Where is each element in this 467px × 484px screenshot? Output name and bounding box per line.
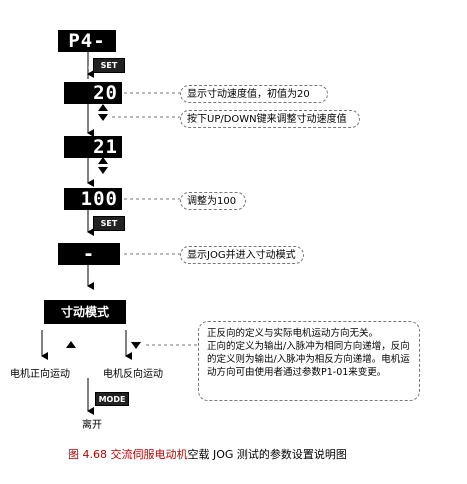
note-show-speed: 显示寸动速度值，初值为20 — [180, 85, 328, 103]
up-triangle-icon — [98, 104, 108, 111]
label-forward-motion: 电机正向运动 — [10, 369, 70, 380]
down-triangle-icon — [131, 342, 141, 349]
set-key: SET — [93, 216, 125, 231]
note-press-updown: 按下UP/DOWN键来调整寸动速度值 — [180, 110, 360, 128]
down-triangle-icon — [98, 114, 108, 121]
display-value-21: 21 — [64, 136, 122, 158]
up-triangle-icon — [98, 157, 108, 164]
label-leave: 离开 — [82, 420, 102, 431]
display-value-20: 20 — [64, 82, 122, 104]
note-line: 正反向的定义与实际电机运动方向无关。 — [207, 328, 379, 339]
label-reverse-motion: 电机反向运动 — [103, 369, 163, 380]
display-value-100: 100 — [64, 188, 122, 210]
up-triangle-icon — [66, 341, 76, 348]
jog-mode-box: 寸动模式 — [44, 300, 126, 324]
note-direction-definition: 正反向的定义与实际电机运动方向无关。 正向的定义为输出/入脉冲为相同方向递增，反… — [198, 321, 420, 401]
caption-black-part: 空载 JOG 测试的参数设置说明图 — [187, 448, 347, 461]
display-parameter-p4-05: P4-05 — [58, 30, 116, 74]
note-show-jog: 显示JOG并进入寸动模式 — [180, 246, 304, 264]
display-jog: -JOG- — [58, 243, 120, 287]
mode-key: MODE — [95, 392, 129, 406]
down-triangle-icon — [98, 167, 108, 174]
figure-caption: 图 4.68 交流伺服电动机空载 JOG 测试的参数设置说明图 — [68, 446, 347, 462]
note-line: 的定义则为输出/入脉冲为相反方向递增。电机运 — [207, 354, 410, 365]
note-line: 正向的定义为输出/入脉冲为相同方向递增，反向 — [207, 341, 410, 352]
note-line: 动方向可由使用者通过参数P1-01来变更。 — [207, 367, 387, 378]
note-adjust-to: 调整为100 — [180, 192, 246, 210]
caption-red-part: 图 4.68 交流伺服电动机 — [68, 448, 188, 461]
set-key: SET — [93, 58, 125, 73]
